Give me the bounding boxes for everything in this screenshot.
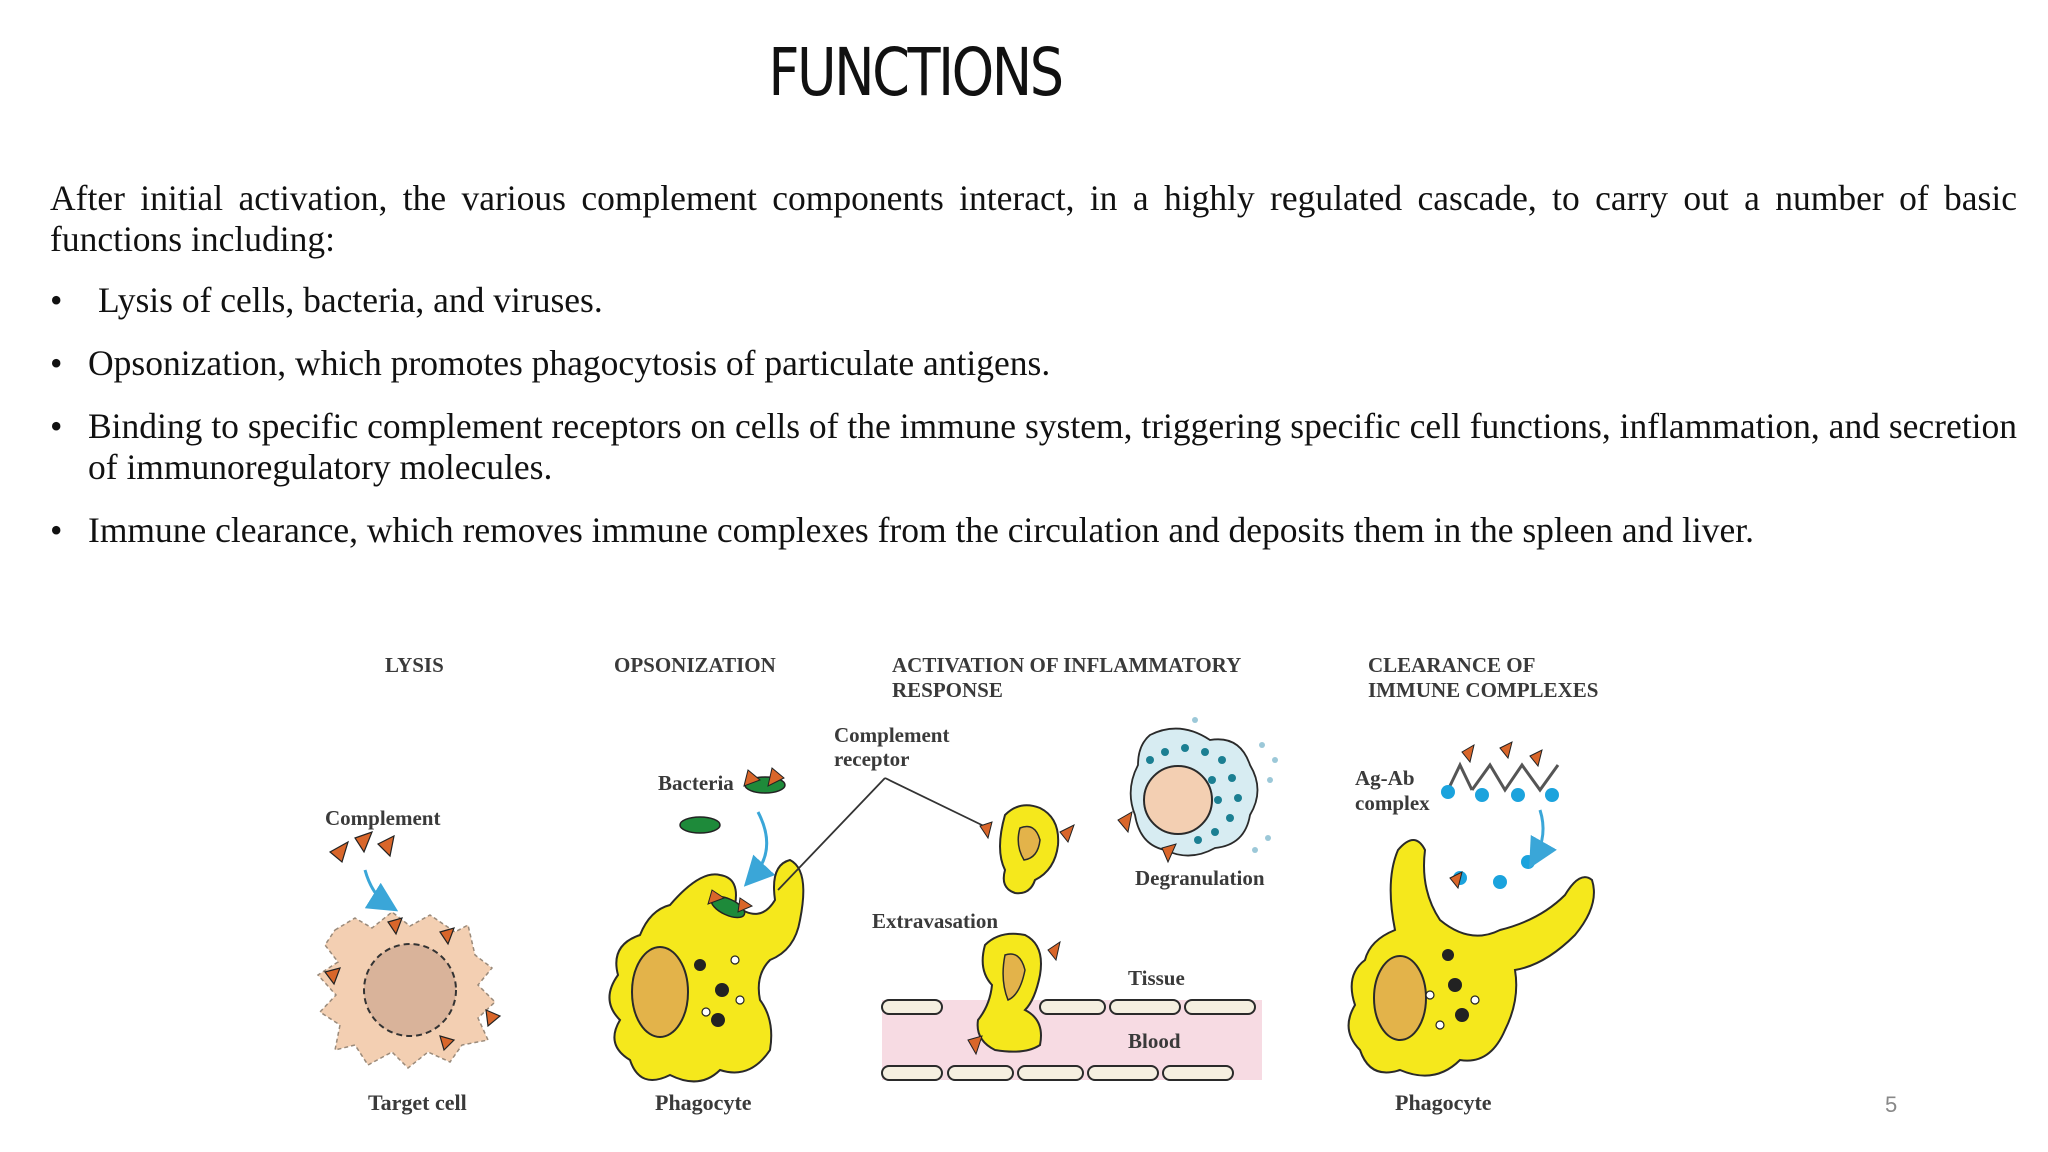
leukocyte-nucleus bbox=[1017, 825, 1041, 861]
bullet-glyph: • bbox=[50, 280, 63, 320]
bullet-text: Binding to specific complement receptors… bbox=[88, 406, 2017, 487]
phagocyte-vesicles bbox=[701, 955, 745, 1017]
opsonization-illustration: Bacteria Phagocyte bbox=[608, 767, 805, 1115]
mast-cell-granules bbox=[1146, 744, 1242, 844]
panel-title-clearance-line2: IMMUNE COMPLEXES bbox=[1368, 678, 1598, 702]
target-cell-nucleus bbox=[363, 943, 457, 1037]
complement-fragment bbox=[743, 769, 761, 787]
tissue-label: Tissue bbox=[1128, 966, 1185, 990]
phagocyte-label: Phagocyte bbox=[1395, 1090, 1492, 1115]
complement-fragments bbox=[328, 830, 395, 864]
panel-title-inflammation: ACTIVATION OF INFLAMMATORY bbox=[892, 653, 1241, 677]
blood-label: Blood bbox=[1128, 1029, 1181, 1053]
complement-fragments bbox=[707, 889, 754, 913]
complement-fragment bbox=[1161, 843, 1177, 864]
phagocyte-granules bbox=[694, 959, 729, 1027]
phagocyte-vesicles bbox=[1425, 990, 1480, 1030]
leukocyte-nucleus bbox=[1002, 953, 1026, 1001]
complement-fragment bbox=[767, 767, 785, 787]
complement-fragment bbox=[1047, 940, 1061, 962]
complement-fragment bbox=[979, 821, 993, 840]
function-list: •Lysis of cells, bacteria, and viruses. … bbox=[50, 280, 2017, 551]
released-granules bbox=[1192, 717, 1278, 853]
complement-receptor-label: Complement bbox=[834, 723, 949, 747]
vessel-endothelium-bottom bbox=[881, 1065, 1234, 1081]
complement-label: Complement bbox=[325, 806, 440, 830]
ag-ab-complex-label: Ag-Ab bbox=[1355, 766, 1415, 790]
arrow-icon bbox=[1529, 809, 1557, 869]
complement-receptor-label-line2: receptor bbox=[834, 747, 909, 771]
arrow-icon bbox=[363, 869, 399, 912]
target-cell-label: Target cell bbox=[368, 1090, 467, 1115]
panel-title-lysis: LYSIS bbox=[385, 653, 444, 677]
bacterium bbox=[679, 816, 721, 834]
vessel-endothelium-top bbox=[881, 999, 1256, 1015]
phagocyte-nucleus bbox=[1373, 955, 1427, 1041]
phagocyte bbox=[1347, 839, 1595, 1077]
list-item: • Lysis of cells, bacteria, and viruses. bbox=[50, 280, 2017, 321]
immune-complex bbox=[1446, 761, 1560, 793]
intro-paragraph: After initial activation, the various co… bbox=[50, 178, 2017, 259]
complement-fragment bbox=[1059, 823, 1075, 844]
ag-ab-complex-label-line2: complex bbox=[1355, 791, 1430, 815]
list-item: • Immune clearance, which removes immune … bbox=[50, 510, 2017, 551]
complement-fragments bbox=[1449, 741, 1543, 890]
pointer-line bbox=[777, 777, 886, 891]
mast-cell-nucleus bbox=[1143, 765, 1213, 835]
slide-body: After initial activation, the various co… bbox=[50, 178, 2017, 573]
bacteria-label: Bacteria bbox=[658, 771, 734, 795]
phagocyte-label: Phagocyte bbox=[655, 1090, 752, 1115]
clearance-illustration: Ag-Ab complex Phagocyte bbox=[1347, 741, 1595, 1115]
complement-on-membrane bbox=[323, 917, 502, 1052]
panel-title-clearance: CLEARANCE OF bbox=[1368, 653, 1535, 677]
slide-title: FUNCTIONS bbox=[768, 34, 1064, 111]
lysis-illustration: Complement Target cell bbox=[316, 806, 502, 1115]
phagocyte-granules bbox=[1442, 949, 1469, 1022]
phagocyte-nucleus bbox=[631, 946, 689, 1038]
page-number: 5 bbox=[1885, 1092, 1898, 1117]
pointer-line bbox=[884, 777, 989, 829]
bullet-glyph: • bbox=[50, 510, 63, 550]
bullet-text: Opsonization, which promotes phagocytosi… bbox=[88, 343, 1051, 383]
bullet-glyph: • bbox=[50, 406, 63, 446]
degranulation-label: Degranulation bbox=[1135, 866, 1265, 890]
inflammation-illustration: Complement receptor Degranulation Extrav… bbox=[777, 717, 1278, 1081]
panel-title-opsonization: OPSONIZATION bbox=[614, 653, 776, 677]
bullet-text: Immune clearance, which removes immune c… bbox=[88, 510, 1755, 550]
list-item: • Binding to specific complement receptor… bbox=[50, 406, 2017, 488]
bullet-text: Lysis of cells, bacteria, and viruses. bbox=[98, 280, 603, 320]
list-item: • Opsonization, which promotes phagocytos… bbox=[50, 343, 2017, 384]
complement-fragment bbox=[1117, 811, 1133, 834]
arrow-icon bbox=[743, 811, 776, 887]
bullet-glyph: • bbox=[50, 343, 63, 383]
extravasation-label: Extravasation bbox=[872, 909, 998, 933]
complement-fragment bbox=[967, 1035, 983, 1056]
panel-title-inflammation-line2: RESPONSE bbox=[892, 678, 1003, 702]
